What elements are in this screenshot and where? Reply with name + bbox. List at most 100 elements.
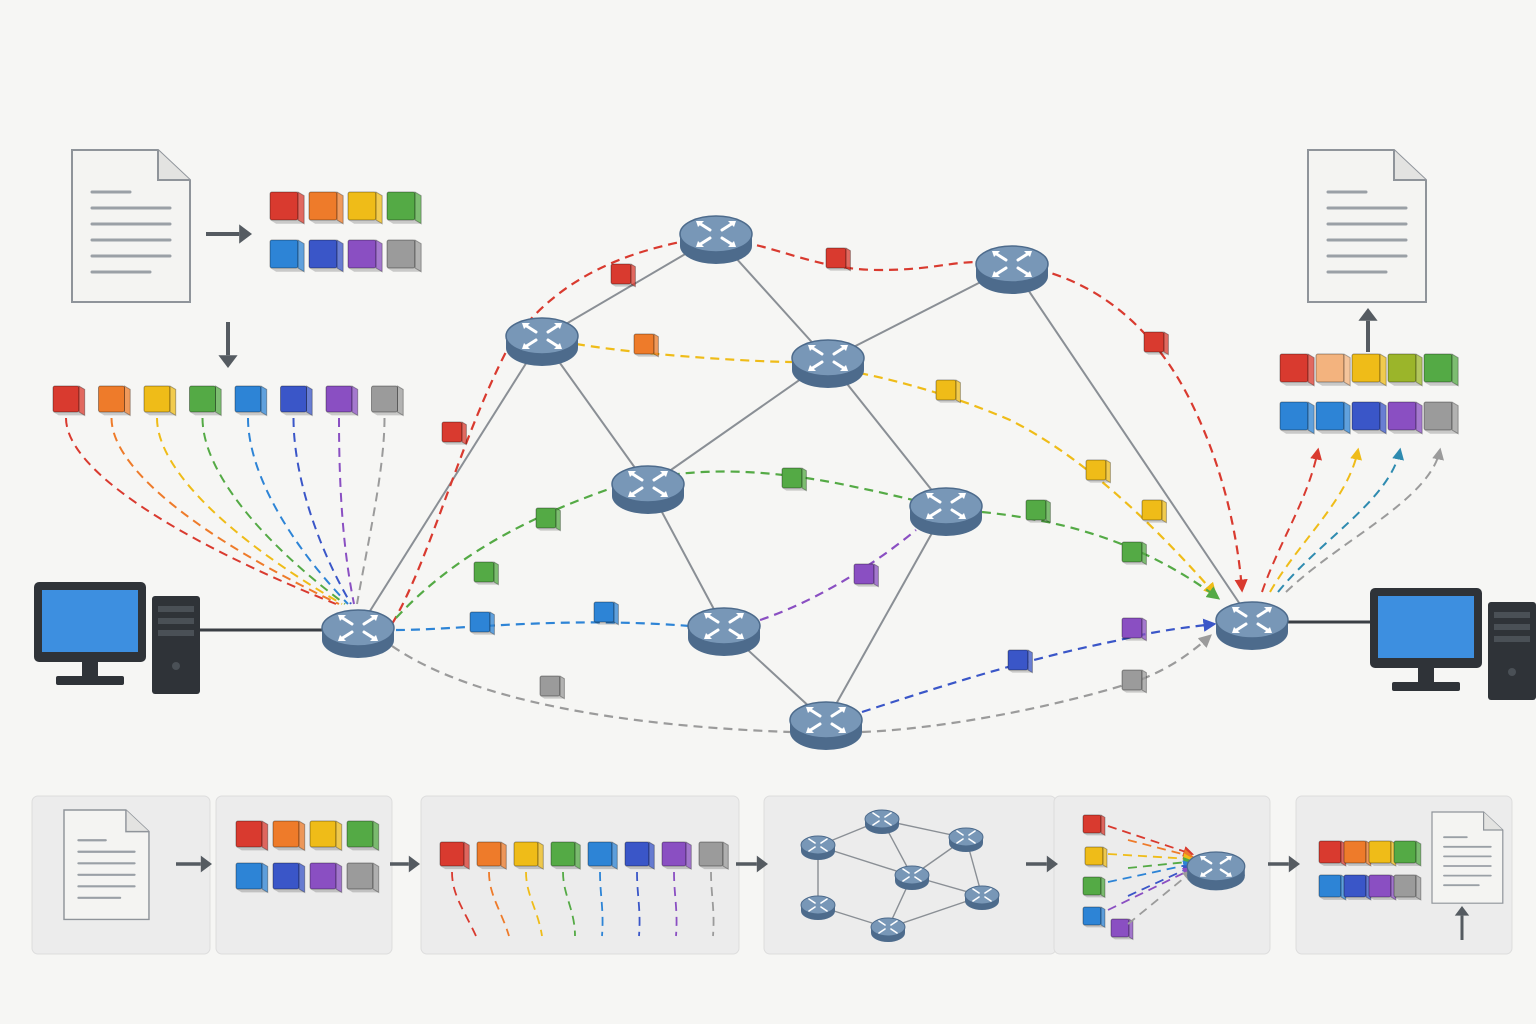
packet-cube-icon xyxy=(535,507,561,532)
router-icon xyxy=(788,700,864,752)
packet-cube-icon xyxy=(587,841,618,871)
packet-cube-icon xyxy=(371,385,404,417)
arrow-up-icon xyxy=(1358,308,1378,352)
packet-cube-icon xyxy=(98,385,131,417)
converge-path xyxy=(1127,870,1194,925)
arrow-down-icon xyxy=(218,322,238,368)
packet-cube-icon xyxy=(476,841,507,871)
packet-cube-icon xyxy=(1351,401,1387,435)
router-icon xyxy=(964,885,1000,911)
packet-cube-icon xyxy=(469,611,495,636)
packet-cube-icon xyxy=(1423,401,1459,435)
path-red xyxy=(391,237,1248,625)
split-path xyxy=(156,417,343,605)
packet-cube-icon xyxy=(189,385,222,417)
network-link xyxy=(825,507,947,723)
destination-computer-icon xyxy=(1370,588,1536,700)
packet-cube-icon xyxy=(1143,331,1169,356)
packet-cube-icon xyxy=(624,841,655,871)
packet-cube-icon xyxy=(1315,401,1351,435)
router-icon xyxy=(504,316,580,368)
arrow-right-icon xyxy=(390,855,420,873)
split-path xyxy=(356,417,386,605)
packet-cube-icon xyxy=(346,862,380,894)
arrow-right-icon xyxy=(206,224,252,244)
router-icon xyxy=(864,809,900,835)
packet-cube-icon xyxy=(269,239,305,273)
packet-cube-icon xyxy=(853,563,879,588)
network-link xyxy=(1011,265,1253,623)
packet-tail xyxy=(673,871,678,937)
packet-cube-icon xyxy=(272,820,306,852)
packet-cube-icon xyxy=(1318,874,1347,901)
router-icon xyxy=(870,917,906,943)
arrow-right-icon xyxy=(176,855,212,873)
packet-cube-icon xyxy=(235,820,269,852)
packet-paths xyxy=(65,237,1444,734)
packet-cube-icon xyxy=(1279,353,1315,387)
packet-cube-icon xyxy=(513,841,544,871)
converge-path xyxy=(1107,867,1194,911)
packet-cube-icon xyxy=(1315,353,1351,387)
packet-cube-icon xyxy=(1351,353,1387,387)
split-path xyxy=(201,417,346,605)
step-panel-arrive-router xyxy=(1053,795,1271,955)
packet-cube-icon xyxy=(1318,840,1347,867)
router-icon xyxy=(790,338,866,390)
split-path xyxy=(247,417,349,605)
packet-cube-icon xyxy=(1141,499,1167,524)
packet-cube-icon xyxy=(1121,541,1147,566)
arrow-right-icon xyxy=(1268,855,1300,873)
packet-cube-icon xyxy=(1279,401,1315,435)
path-green xyxy=(395,470,1221,619)
packet-cube-icon xyxy=(269,191,305,225)
arrow-up-icon xyxy=(1454,906,1470,940)
packet-cube-icon xyxy=(550,841,581,871)
packet-tail xyxy=(710,871,715,937)
reassembly-path xyxy=(1261,447,1322,593)
packet-cube-icon xyxy=(1387,401,1423,435)
endpoints xyxy=(34,148,1536,700)
packet-cube-icon xyxy=(1007,649,1033,674)
packet-cube-icon xyxy=(235,862,269,894)
packet-tail xyxy=(451,871,477,937)
packet-cube-icon xyxy=(308,239,344,273)
path-gray xyxy=(391,645,791,734)
packet-cube-icon xyxy=(234,385,268,417)
arrow-right-icon xyxy=(1026,855,1058,873)
path-gray-end xyxy=(861,634,1212,734)
packet-cube-icon xyxy=(441,421,467,446)
packet-cube-icon xyxy=(1025,499,1051,524)
path-blue xyxy=(395,621,691,632)
packet-cube-icon xyxy=(539,675,565,700)
packet-cube-icon xyxy=(825,247,851,272)
packet-cube-icon xyxy=(1082,876,1106,899)
arrow-right-icon xyxy=(736,855,768,873)
packet-cube-icon xyxy=(1110,918,1134,941)
packet-cube-icon xyxy=(633,333,659,358)
converge-path xyxy=(1127,839,1195,860)
packet-cube-icon xyxy=(610,263,636,288)
converge-path xyxy=(1127,865,1194,897)
router-icon xyxy=(686,606,762,658)
packet-cube-icon xyxy=(346,820,380,852)
packet-tail xyxy=(562,871,576,937)
packet-cube-icon xyxy=(325,385,359,417)
packet-cube-icon xyxy=(1423,353,1459,387)
path-indigo xyxy=(861,618,1217,714)
packet-cube-icon xyxy=(661,841,692,871)
packet-cube-icon xyxy=(1343,840,1372,867)
router-icon xyxy=(800,895,836,921)
packet-cube-icon xyxy=(1121,669,1147,694)
split-path xyxy=(292,417,352,605)
source-document-icon xyxy=(70,148,192,304)
document-icon xyxy=(1431,811,1504,905)
packet-cube-icon xyxy=(1082,814,1106,837)
router-icon xyxy=(678,214,754,266)
packets-in-transit xyxy=(441,247,1169,700)
router-icon xyxy=(800,835,836,861)
reassembly-path xyxy=(1277,447,1404,593)
packet-cube-icon xyxy=(935,379,961,404)
packet-cube-icon xyxy=(1393,874,1422,901)
